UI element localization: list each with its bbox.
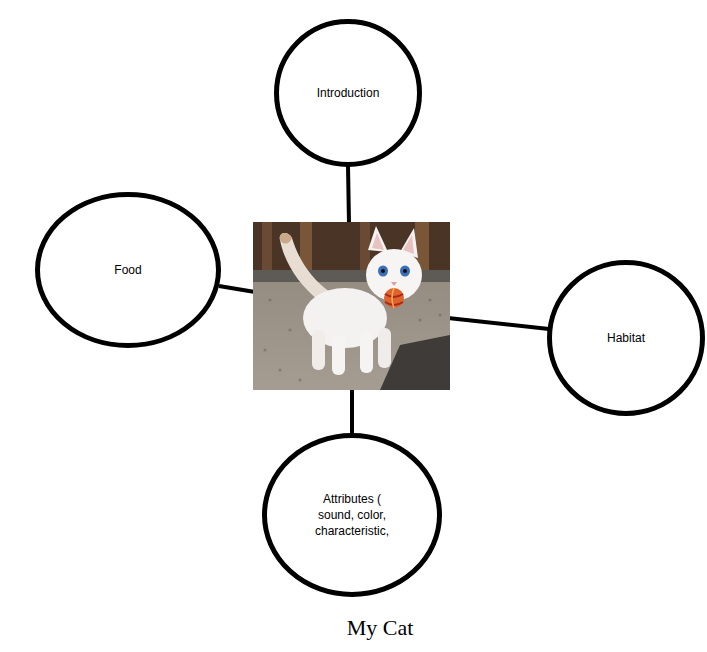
topic-circle: Introduction (274, 19, 422, 167)
spoke-line (350, 388, 354, 434)
text-holder: Food (35, 192, 221, 348)
topic-circle: Attributes ( sound, color, characteristi… (262, 433, 442, 597)
topic-circle: Habitat (547, 260, 705, 416)
connector-lines (219, 166, 549, 434)
spoke-line (448, 318, 549, 329)
spoke-line (348, 166, 349, 224)
topic-label: Attributes ( sound, color, characteristi… (304, 491, 400, 540)
text-holder: Habitat (547, 260, 705, 416)
spoke-line (219, 286, 255, 292)
text-holder: Attributes ( sound, color, characteristi… (262, 433, 442, 597)
diagram-caption: My Cat (347, 615, 414, 641)
kitten-photo (253, 222, 450, 390)
text-holder: Introduction (274, 19, 422, 167)
topic-label: Food (114, 262, 141, 278)
topic-circle: Food (35, 192, 221, 348)
topic-label: Introduction (317, 85, 380, 101)
topic-label: Habitat (607, 330, 645, 346)
